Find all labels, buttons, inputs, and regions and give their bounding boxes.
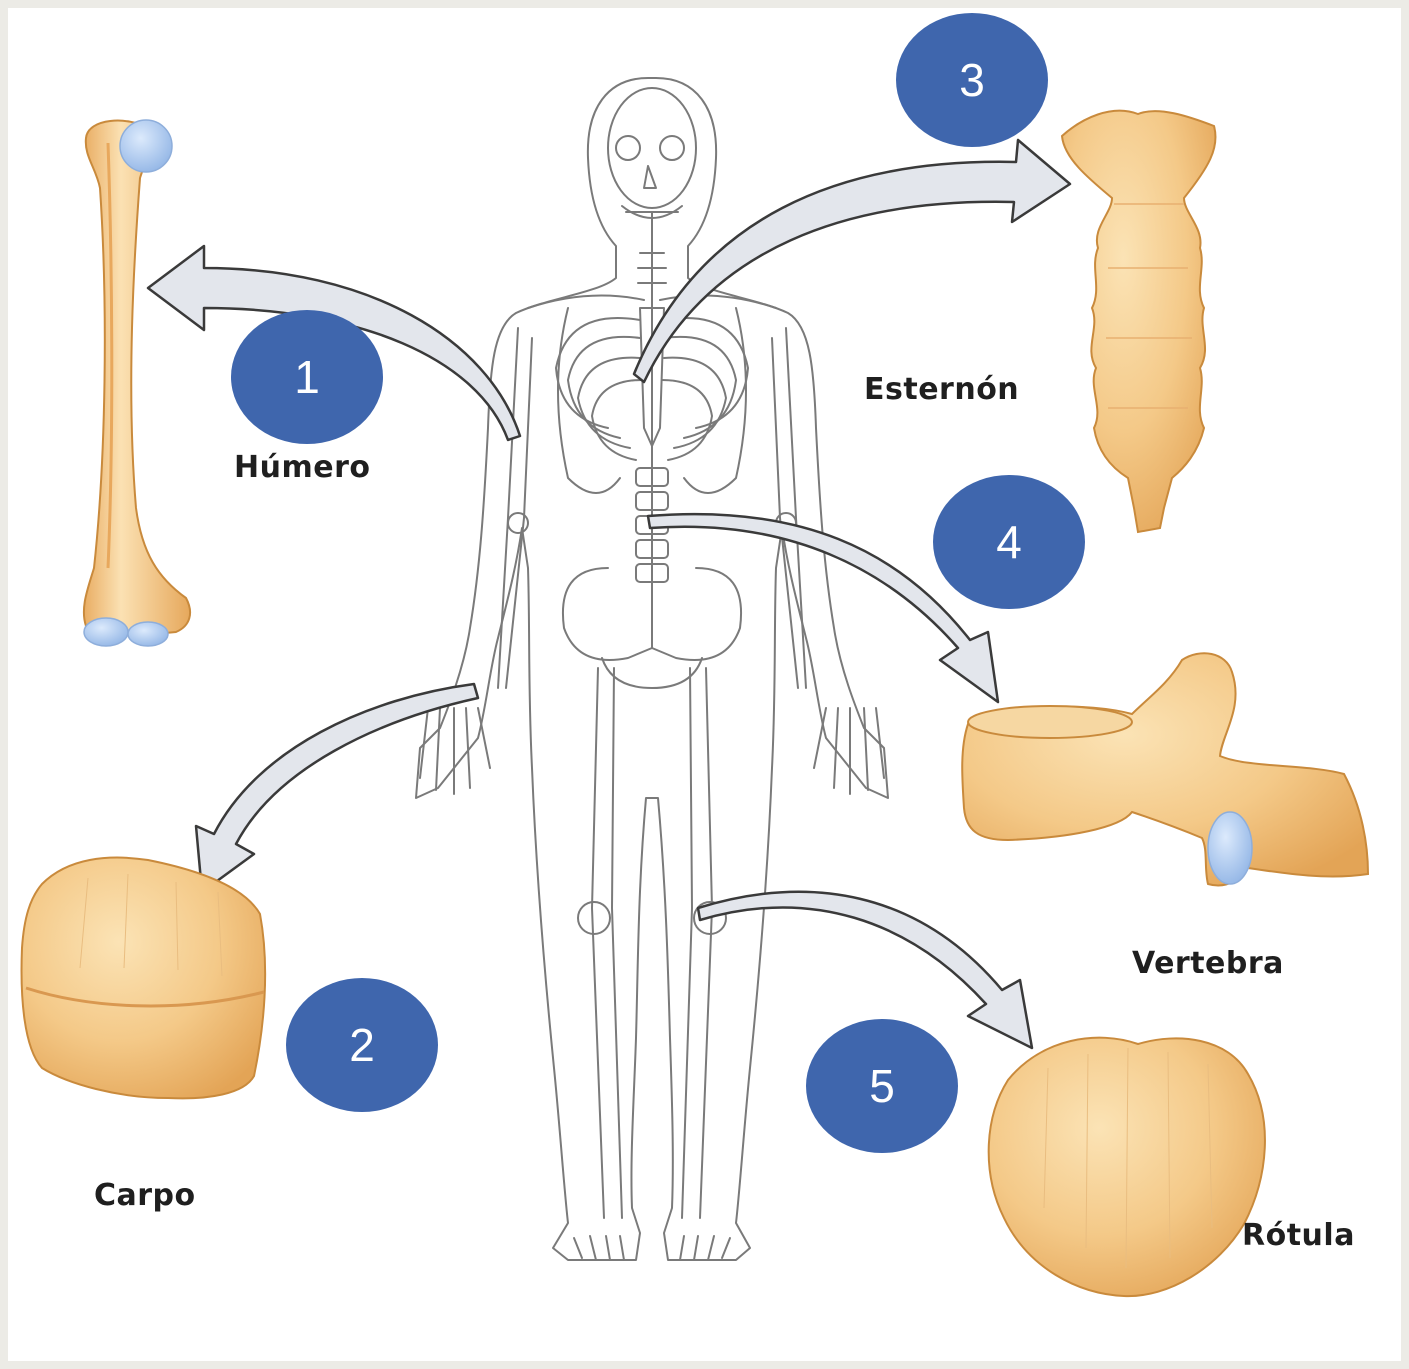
sternum-bone (1062, 111, 1216, 532)
label-esternon: Esternón (864, 372, 1019, 407)
humerus-bone (84, 120, 190, 646)
skeleton-diagram (8, 8, 1401, 1361)
label-humero: Húmero (234, 450, 370, 485)
label-vertebra: Vertebra (1132, 946, 1284, 981)
badge-2: 2 (286, 978, 438, 1112)
patella-bone (989, 1038, 1265, 1296)
badge-3: 3 (896, 13, 1048, 147)
badge-1: 1 (231, 310, 383, 444)
vertebra-bone (962, 653, 1368, 885)
carpus-bone (22, 858, 266, 1099)
label-carpo: Carpo (94, 1178, 196, 1213)
badge-5: 5 (806, 1019, 958, 1153)
arrow-sternum (634, 140, 1070, 382)
diagram-canvas: 1 2 3 4 5 Húmero Carpo Esternón Vertebra… (8, 8, 1401, 1361)
badge-4: 4 (933, 475, 1085, 609)
label-rotula: Rótula (1242, 1218, 1355, 1253)
